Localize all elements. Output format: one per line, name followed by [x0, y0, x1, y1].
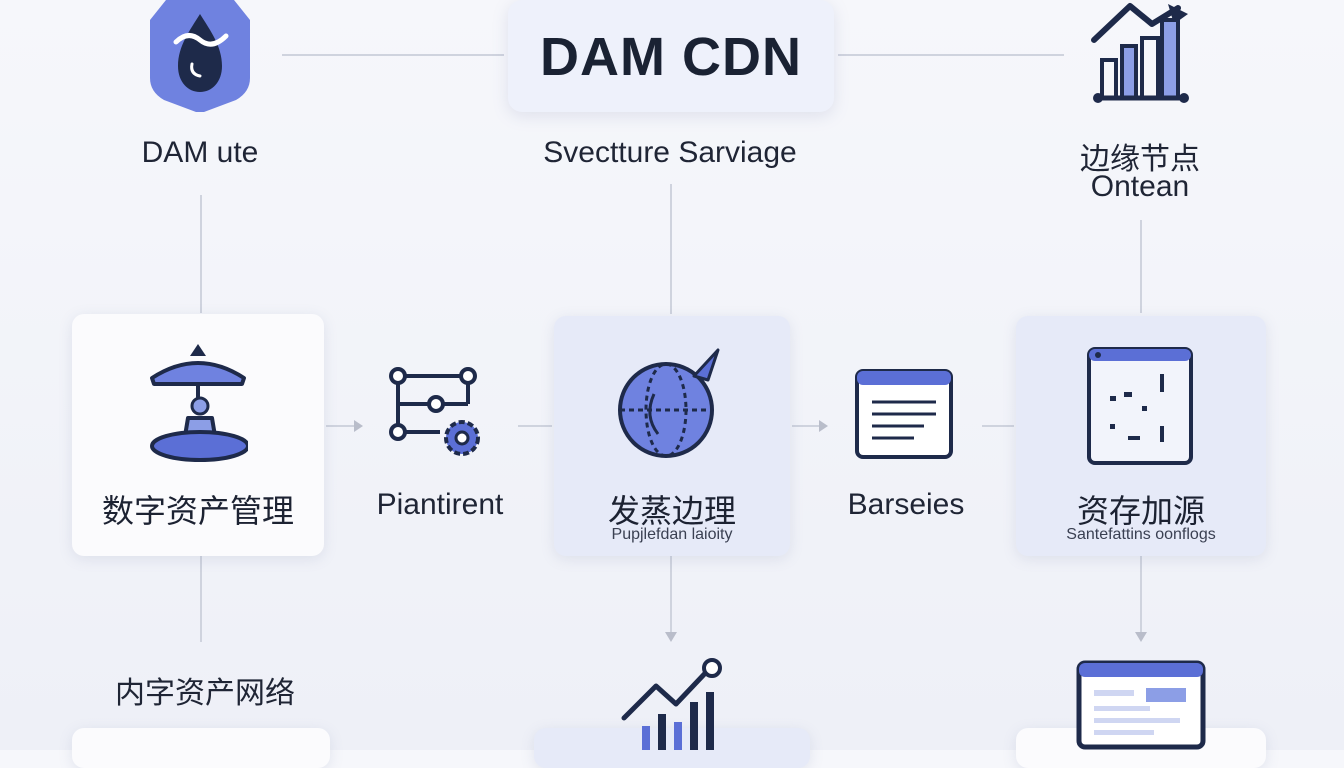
satellite-dish-icon [148, 342, 248, 466]
connector-line [326, 425, 356, 427]
arrow-right-icon [354, 420, 363, 432]
arrow-down-icon [1135, 632, 1147, 642]
card-resource-subtitle: Santefattins oonflogs [1066, 526, 1216, 543]
middle-label-2: Barseies [847, 488, 965, 521]
arrow-right-icon [819, 420, 828, 432]
title-box [508, 0, 834, 112]
connector-line [282, 54, 504, 56]
connector-line [982, 425, 1014, 427]
shield-drop-icon [146, 0, 254, 112]
card-distribution-title: 发蒸边理 [607, 493, 736, 529]
page-title: DAM CDN [540, 27, 802, 87]
connector-line [838, 54, 1064, 56]
connector-line [1140, 220, 1142, 313]
dashboard-panel-icon [1086, 346, 1196, 468]
connector-line [518, 425, 552, 427]
card-dam-title: 数字资产管理 [101, 493, 294, 529]
monitor-icon [1076, 660, 1206, 750]
connector-line [200, 195, 202, 313]
growth-bars-icon [620, 656, 724, 750]
connector-line [792, 425, 820, 427]
document-window-icon [854, 368, 954, 462]
card-network[interactable] [72, 728, 330, 768]
globe-cursor-icon [614, 346, 726, 464]
workflow-gear-icon [386, 364, 490, 464]
card-distribution-subtitle: Pupjlefdan laioity [611, 526, 733, 543]
card-resource-title: 资存加源 [1076, 493, 1205, 529]
connector-line [200, 556, 202, 642]
middle-label-1: Piantirent [376, 488, 504, 521]
arrow-down-icon [665, 632, 677, 642]
connector-line [670, 184, 672, 314]
network-label: 内字资产网络 [115, 677, 295, 710]
edge-node-label: 边缘节点 [1080, 143, 1200, 176]
dam-label: DAM ute [141, 136, 259, 169]
edge-node-sublabel: Ontean [1090, 170, 1190, 203]
service-label: Svectture Sarviage [543, 136, 797, 169]
growth-chart-icon [1090, 0, 1194, 108]
connector-line [1140, 556, 1142, 632]
connector-line [670, 556, 672, 632]
